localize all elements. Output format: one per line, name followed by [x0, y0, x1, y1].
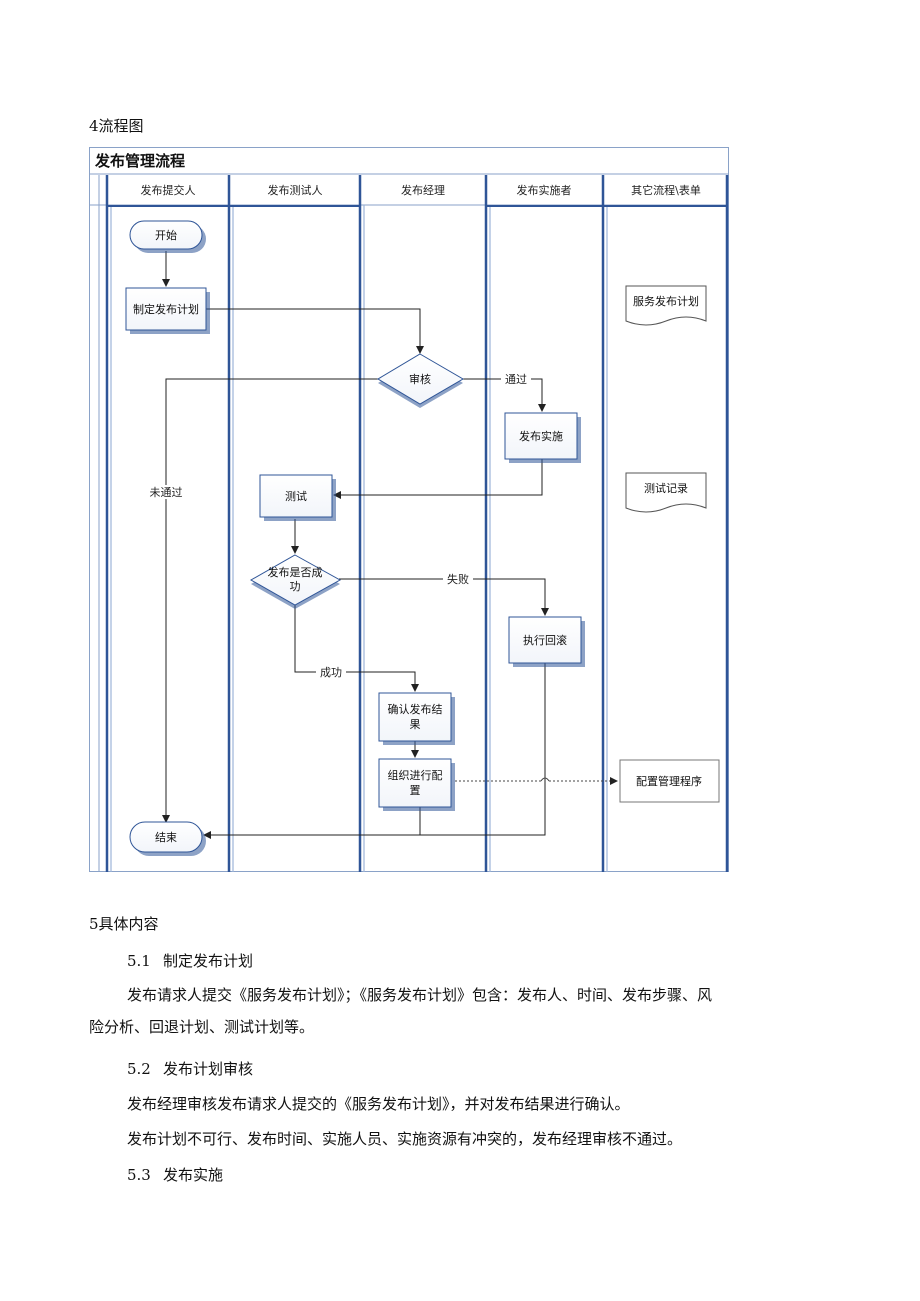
svg-text:组织进行配: 组织进行配: [388, 768, 443, 782]
make-plan-node: 制定发布计划: [125, 287, 210, 334]
subsection-5-1-number: 5.1: [127, 952, 151, 970]
subsection-5-1: 5.1 制定发布计划: [127, 950, 253, 971]
lane-label-implementer: 发布实施者: [517, 183, 572, 197]
subsection-5-3: 5.3 发布实施: [127, 1164, 223, 1185]
doc-config-management: 配置管理程序: [619, 759, 720, 803]
section-5-heading: 5具体内容: [89, 915, 159, 933]
svg-text:开始: 开始: [155, 228, 177, 242]
subsection-5-3-number: 5.3: [127, 1166, 151, 1184]
end-node: 结束: [129, 821, 206, 856]
start-node: 开始: [129, 220, 206, 253]
doc-test-record: 测试记录: [625, 472, 707, 513]
lane-label-manager: 发布经理: [401, 183, 445, 197]
svg-text:服务发布计划: 服务发布计划: [633, 294, 699, 308]
subsection-5-2-number: 5.2: [127, 1060, 151, 1078]
confirm-result-node: 确认发布结 果: [378, 692, 455, 745]
release-flowchart: 发布管理流程 发布提交人 发布测试人 发布经理 发布实施者 其它流程\表单: [89, 147, 729, 872]
svg-text:果: 果: [410, 718, 421, 731]
success-decision: 发布是否成 功: [249, 554, 342, 609]
test-node: 测试: [259, 474, 336, 521]
svg-text:功: 功: [290, 580, 301, 593]
paragraph-5-2-b: 发布计划不可行、发布时间、实施人员、实施资源有冲突的，发布经理审核不通过。: [127, 1130, 683, 1148]
lane-label-tester: 发布测试人: [268, 183, 323, 197]
lane-label-submitter: 发布提交人: [141, 183, 196, 197]
review-decision: 审核: [377, 353, 464, 408]
paragraph-5-1-line-2: 险分析、回退计划、测试计划等。: [89, 1018, 315, 1036]
svg-text:发布是否成: 发布是否成: [268, 565, 323, 579]
title-bar: [90, 148, 728, 174]
diagram-frame: [89, 147, 729, 872]
svg-text:审核: 审核: [409, 372, 431, 386]
implement-node: 发布实施: [504, 412, 581, 463]
svg-text:配置管理程序: 配置管理程序: [636, 774, 702, 788]
organize-config-node: 组织进行配 置: [378, 758, 455, 811]
edge-label-failure: 失败: [447, 572, 469, 586]
subsection-5-2-title: 发布计划审核: [163, 1060, 254, 1078]
svg-text:确认发布结: 确认发布结: [388, 702, 443, 716]
doc-service-release-plan: 服务发布计划: [625, 285, 707, 326]
svg-text:置: 置: [410, 784, 421, 797]
edge-label-pass: 通过: [505, 373, 527, 386]
lane-label-other: 其它流程\表单: [631, 183, 701, 197]
svg-text:结束: 结束: [155, 831, 177, 844]
svg-text:测试记录: 测试记录: [644, 482, 688, 495]
subsection-5-1-title: 制定发布计划: [163, 952, 254, 970]
svg-text:执行回滚: 执行回滚: [523, 633, 567, 647]
diagram-title: 发布管理流程: [94, 152, 185, 170]
lane-dividers: [98, 175, 729, 872]
rollback-node: 执行回滚: [508, 616, 585, 667]
svg-text:制定发布计划: 制定发布计划: [133, 302, 199, 316]
edge-label-success: 成功: [320, 666, 342, 679]
paragraph-5-2-a: 发布经理审核发布请求人提交的《服务发布计划》，并对发布结果进行确认。: [127, 1095, 630, 1113]
section-4-heading: 4流程图: [89, 117, 144, 135]
svg-text:测试: 测试: [285, 490, 307, 503]
paragraph-5-1: 发布请求人提交《服务发布计划》；《服务发布计划》包含：发布人、时间、发布步骤、风…: [89, 983, 829, 1039]
edge-label-not-pass: 未通过: [150, 486, 183, 499]
paragraph-5-1-line-1: 发布请求人提交《服务发布计划》；《服务发布计划》包含：发布人、时间、发布步骤、风: [127, 986, 713, 1004]
subsection-5-3-title: 发布实施: [163, 1166, 224, 1184]
subsection-5-2: 5.2 发布计划审核: [127, 1058, 253, 1079]
svg-text:发布实施: 发布实施: [519, 429, 563, 443]
